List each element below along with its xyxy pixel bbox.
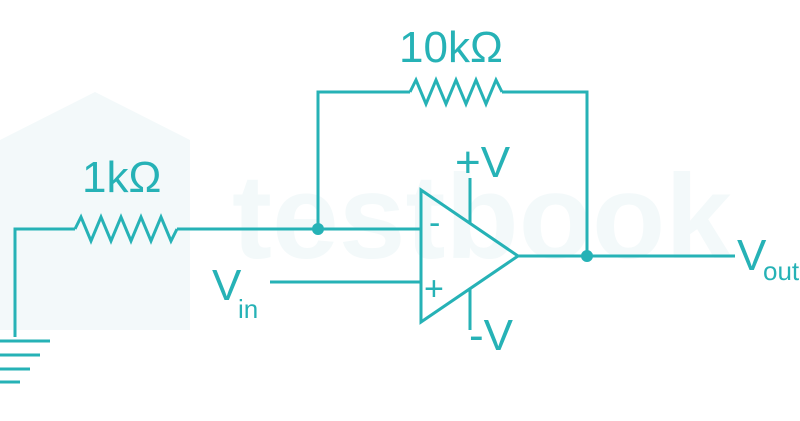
feedback-wire-right [502, 90, 589, 255]
vout-label: Vout [737, 231, 800, 286]
junction-dot-icon [312, 223, 324, 235]
watermark: testbook [0, 92, 732, 330]
feedback-resistor-10k [408, 76, 504, 108]
feedback-path [316, 76, 589, 255]
opamp-icon: - + [419, 178, 521, 330]
watermark-text: testbook [232, 150, 732, 284]
supply-pos-label: +V [455, 138, 511, 187]
input-resistor-1k [73, 213, 179, 245]
feedback-resistor-label: 10kΩ [399, 23, 503, 72]
input-path [0, 213, 421, 384]
watermark-logo-icon [0, 92, 190, 330]
supply-neg-label: -V [469, 311, 514, 360]
inverting-sign: - [429, 204, 440, 242]
noninverting-sign: + [424, 270, 444, 308]
vin-label: Vin [212, 261, 258, 324]
ground-icon [0, 339, 50, 384]
feedback-wire-left [316, 90, 410, 229]
junction-dot-icon [581, 250, 593, 262]
ground-wire [13, 227, 75, 337]
input-resistor-label: 1kΩ [82, 153, 161, 202]
